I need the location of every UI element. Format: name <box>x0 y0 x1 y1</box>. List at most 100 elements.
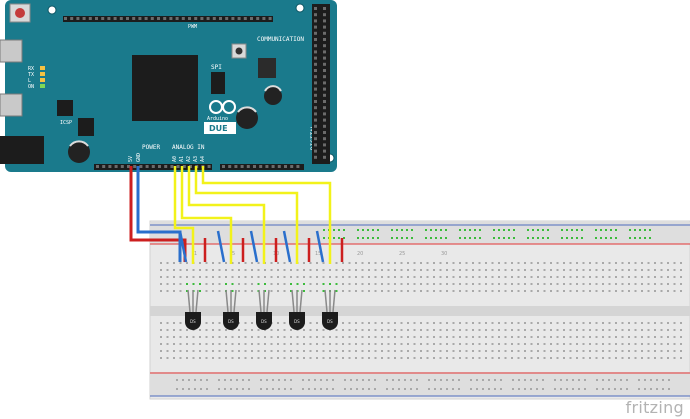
rail-hole <box>430 229 432 231</box>
header-pin <box>82 17 86 20</box>
arduino-label: Arduino <box>207 116 228 122</box>
grid-hole <box>569 357 572 359</box>
grid-hole <box>257 350 260 352</box>
grid-hole <box>478 283 481 285</box>
grid-hole <box>205 329 208 331</box>
grid-hole <box>348 336 351 338</box>
grid-hole <box>504 329 507 331</box>
grid-hole <box>400 357 403 359</box>
grid-hole <box>407 290 409 292</box>
grid-hole <box>472 290 474 292</box>
grid-hole <box>673 269 676 271</box>
tx-led <box>40 72 45 76</box>
grid-hole <box>641 262 643 264</box>
grid-hole <box>647 262 650 264</box>
grid-hole <box>563 283 565 285</box>
header-pin <box>95 17 98 20</box>
header-pin <box>323 19 326 23</box>
grid-hole <box>251 343 253 345</box>
bb-col-number: 25 <box>399 251 405 257</box>
wire-a1 <box>180 166 233 264</box>
rail-hole <box>536 379 538 381</box>
grid-hole <box>407 262 409 264</box>
grid-hole <box>498 357 500 359</box>
grid-hole <box>660 283 663 285</box>
rail-hole <box>464 237 466 239</box>
grid-hole <box>472 262 474 264</box>
grid-hole <box>576 290 578 292</box>
grid-hole <box>634 262 637 264</box>
grid-hole <box>647 329 650 331</box>
header-pin <box>88 17 92 20</box>
grid-hole <box>543 322 546 324</box>
rail-hole <box>398 379 400 381</box>
grid-hole <box>556 343 559 345</box>
grid-hole <box>485 343 487 345</box>
grid-hole <box>309 329 312 331</box>
rail-hole <box>398 388 400 390</box>
grid-hole <box>173 336 175 338</box>
grid-hole <box>270 336 273 338</box>
grid-hole <box>270 329 273 331</box>
grid-hole <box>394 350 396 352</box>
rail-hole <box>425 229 427 231</box>
rail-hole <box>428 379 430 381</box>
grid-hole <box>225 329 227 331</box>
grid-hole <box>374 322 377 324</box>
rail-hole <box>512 379 514 381</box>
power-jack <box>0 136 44 164</box>
rail-hole <box>530 388 532 390</box>
header-pin <box>212 17 216 20</box>
header-pin <box>76 17 80 20</box>
grid-hole <box>628 262 630 264</box>
rail-hole <box>392 388 394 390</box>
grid-hole <box>576 269 578 271</box>
grid-hole <box>264 290 266 292</box>
grid-hole <box>277 276 279 278</box>
grid-hole <box>303 350 305 352</box>
grid-hole <box>524 357 526 359</box>
header-pin <box>314 69 317 72</box>
grid-hole <box>556 322 559 324</box>
grid-hole <box>277 357 279 359</box>
rail-hole <box>656 379 658 381</box>
grid-hole <box>212 290 214 292</box>
grid-hole <box>179 276 182 278</box>
grid-hole <box>205 343 208 345</box>
rail-hole <box>182 379 184 381</box>
grid-hole <box>173 276 175 278</box>
grid-hole <box>576 357 578 359</box>
grid-hole <box>316 269 318 271</box>
grid-hole <box>439 283 442 285</box>
grid-hole <box>673 290 676 292</box>
grid-hole <box>673 262 676 264</box>
header-pin <box>163 17 167 20</box>
header-pin <box>314 38 317 41</box>
grid-hole <box>290 357 292 359</box>
header-pin <box>207 165 211 168</box>
grid-hole <box>446 343 448 345</box>
grid-hole <box>556 357 559 359</box>
header-pin <box>170 165 174 168</box>
rail-hole <box>578 379 580 381</box>
grid-hole <box>446 336 448 338</box>
header-pin <box>144 17 148 20</box>
grid-hole <box>231 336 234 338</box>
reset-button-cap[interactable] <box>15 8 25 18</box>
grid-hole <box>173 357 175 359</box>
grid-hole <box>407 283 409 285</box>
erase-button-cap[interactable] <box>235 47 243 55</box>
grid-hole <box>602 276 604 278</box>
header-pin <box>231 17 235 20</box>
grid-hole <box>283 262 286 264</box>
grid-hole <box>472 322 474 324</box>
grid-hole <box>628 276 630 278</box>
grid-hole <box>283 290 286 292</box>
grid-hole <box>374 350 377 352</box>
grid-hole <box>537 322 539 324</box>
grid-hole <box>673 276 676 278</box>
rail-hole <box>560 379 562 381</box>
grid-hole <box>244 269 247 271</box>
grid-hole <box>257 343 260 345</box>
sensor-body <box>223 312 239 330</box>
